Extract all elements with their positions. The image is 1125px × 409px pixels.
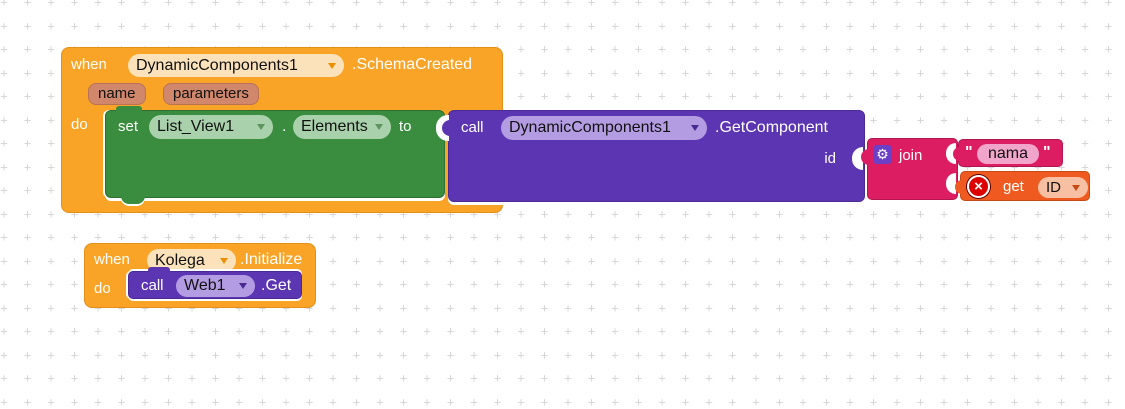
component-dropdown-web1[interactable]: Web1 [176,275,255,297]
text-string-block[interactable]: " nama " [953,139,1063,167]
join-input-socket-2 [946,173,956,194]
value-plug-tab [955,180,962,194]
when-keyword: when [94,251,130,268]
join-keyword: join [899,147,923,164]
text-value-field[interactable]: nama [977,144,1039,164]
set-keyword: set [118,118,139,135]
dropdown-arrow-icon [328,62,336,69]
statement-bottom-notch [121,196,145,204]
mutator-gear-icon[interactable]: ⚙ [873,145,892,164]
get-keyword: get [1003,178,1024,195]
dropdown-value: DynamicComponents1 [136,56,298,74]
to-keyword: to [399,118,412,135]
dot-separator: . [282,118,287,135]
do-keyword: do [71,116,88,133]
variable-dropdown-id[interactable]: ID [1038,177,1088,198]
error-badge-icon[interactable]: × [967,175,990,198]
property-dropdown-elements[interactable]: Elements [293,115,391,139]
dropdown-value: Kolega [155,251,205,269]
dropdown-value: Web1 [184,277,226,294]
value-plug-tab [442,120,450,136]
call-getcomponent-block[interactable]: call DynamicComponents1 .GetComponent id [436,110,865,202]
call-web-get-block[interactable]: call Web1 .Get [128,267,302,299]
component-dropdown-listview1[interactable]: List_View1 [149,115,273,139]
join-input-socket-1 [946,143,956,164]
event-name-label: .Initialize [240,251,303,268]
dropdown-arrow-icon [691,125,699,131]
dropdown-arrow-icon [1072,184,1080,191]
method-name-label: .GetComponent [715,119,828,136]
dropdown-arrow-icon [220,257,228,264]
statement-top-notch [116,106,142,112]
dropdown-value: Elements [301,118,368,135]
dropdown-value: ID [1046,179,1061,196]
component-dropdown-dynamiccomponents1[interactable]: DynamicComponents1 [128,54,344,77]
open-quote: " [965,144,973,161]
dropdown-arrow-icon [257,124,265,130]
arg-label-id: id [824,150,836,167]
param-chip-parameters[interactable]: parameters [163,83,259,105]
id-input-socket [852,147,863,170]
call-keyword: call [141,277,164,294]
value-plug-tab [953,147,960,161]
statement-top-notch [148,267,170,273]
call-keyword: call [461,119,484,136]
when-keyword: when [71,56,107,73]
param-chip-name[interactable]: name [88,83,146,105]
method-name-label: .Get [261,277,292,294]
event-name-label: .SchemaCreated [352,56,473,73]
dropdown-arrow-icon [239,283,247,289]
dropdown-value: DynamicComponents1 [509,119,671,136]
join-text-block[interactable]: ⚙ join [861,138,958,200]
get-variable-block[interactable]: × get ID [955,171,1090,201]
dropdown-arrow-icon [375,124,383,130]
close-quote: " [1043,144,1051,161]
component-dropdown-kolega[interactable]: Kolega [147,249,236,272]
dropdown-value: List_View1 [157,118,235,135]
text-value: nama [987,145,1029,162]
value-plug-tab [861,149,869,165]
do-keyword: do [94,280,111,297]
set-property-block[interactable]: set List_View1 . Elements to [105,106,445,204]
component-dropdown-dynamiccomponents1[interactable]: DynamicComponents1 [501,116,707,140]
